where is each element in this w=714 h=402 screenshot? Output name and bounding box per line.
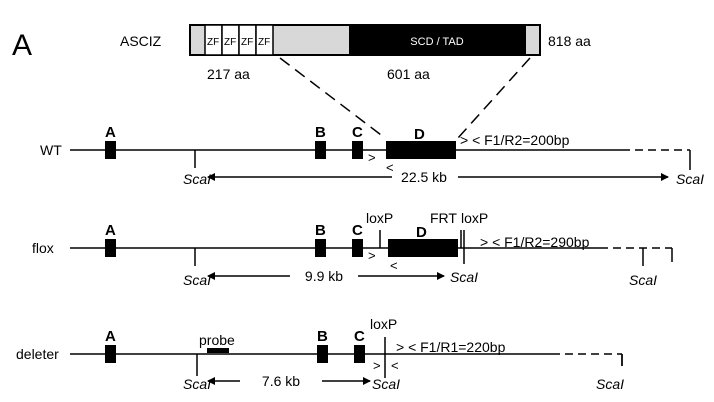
deleter-exon-c-label: C: [354, 328, 365, 345]
wt-exon-d-label: D: [414, 126, 425, 143]
deleter-exon-a-label: A: [105, 328, 116, 345]
zf-label: ZF: [258, 37, 270, 48]
deleter-exon-b: [317, 345, 328, 363]
deleter-exon-c: [354, 345, 365, 363]
deleter-probe-bar: [207, 348, 229, 353]
zf-label: ZF: [207, 37, 219, 48]
flox-label: flox: [32, 240, 54, 256]
flox-scai-mid: ScaI: [450, 269, 478, 285]
deleter-primer-f: >: [373, 358, 381, 373]
protein-scd-tad-domain: [350, 25, 525, 55]
wt-primer-r: <: [386, 160, 394, 175]
wt-exon-a: [105, 141, 116, 159]
flox-distance: 9.9 kb: [305, 268, 343, 284]
protein-cterm-region: [524, 24, 541, 56]
wt-scai-left: ScaI: [183, 171, 211, 187]
deleter-loxp: loxP: [370, 316, 397, 332]
deleter-scai-left: ScaI: [183, 376, 211, 392]
flox-exon-b: [315, 239, 326, 257]
wt-scai-right: ScaI: [676, 171, 704, 187]
wt-distance: 22.5 kb: [401, 169, 447, 185]
deleter-exon-a: [105, 345, 116, 363]
wt-allele: WT A B C D > < > < F1/R2=200bp ScaI ScaI…: [40, 124, 704, 187]
deleter-scai-mid: ScaI: [372, 376, 400, 392]
protein-name: ASCIZ: [120, 33, 162, 49]
zf-box: [255, 24, 274, 56]
flox-scai-right: ScaI: [629, 272, 657, 288]
wt-primer-note: > < F1/R2=200bp: [460, 132, 570, 148]
flox-primer-note: > < F1/R2=290bp: [480, 234, 590, 250]
flox-loxp-right: loxP: [461, 210, 488, 226]
flox-frt: FRT: [430, 210, 457, 226]
deleter-allele: deleter A B C probe loxP > < > < F1/R1=2…: [16, 316, 624, 392]
flox-exon-c-label: C: [352, 222, 363, 239]
flox-scai-left: ScaI: [183, 272, 211, 288]
segment-right-length: 601 aa: [387, 66, 430, 82]
protein-length: 818 aa: [548, 33, 591, 49]
protein-schematic: ASCIZ ZF ZF ZF ZF SCD / TAD 818 aa 217 a…: [120, 24, 591, 139]
wt-exon-c-label: C: [352, 124, 363, 141]
flox-allele: flox A B C D loxP FRT loxP > < > < F1/R2…: [32, 210, 673, 288]
deleter-distance: 7.6 kb: [262, 373, 300, 389]
wt-label: WT: [40, 142, 62, 158]
flox-exon-d: [388, 239, 458, 257]
deleter-scai-right: ScaI: [596, 376, 624, 392]
zoom-line-left: [279, 57, 386, 139]
deleter-primer-r: <: [391, 358, 399, 373]
flox-loxp-left: loxP: [366, 210, 393, 226]
deleter-label: deleter: [16, 346, 59, 362]
flox-primer-r: <: [390, 258, 398, 273]
flox-exon-a-label: A: [105, 222, 116, 239]
deleter-probe: probe: [199, 332, 235, 348]
wt-exon-a-label: A: [105, 124, 116, 141]
deleter-primer-note: > < F1/R1=220bp: [396, 339, 506, 355]
flox-exon-a: [105, 239, 116, 257]
wt-exon-d: [386, 141, 456, 159]
wt-exon-b: [315, 141, 326, 159]
zf-label: ZF: [241, 37, 253, 48]
wt-primer-f: >: [368, 150, 376, 165]
wt-exon-b-label: B: [315, 124, 326, 141]
zoom-line-right: [457, 57, 531, 139]
flox-exon-d-label: D: [416, 224, 427, 241]
wt-exon-c: [352, 141, 363, 159]
protein-outline: [189, 24, 541, 56]
panel-label: A: [12, 29, 32, 62]
deleter-exon-b-label: B: [317, 328, 328, 345]
flox-exon-b-label: B: [315, 222, 326, 239]
flox-exon-c: [352, 239, 363, 257]
zf-label: ZF: [224, 37, 236, 48]
scd-tad-label: SCD / TAD: [410, 36, 463, 48]
flox-primer-f: >: [368, 248, 376, 263]
zinc-fingers: ZF ZF ZF ZF: [204, 24, 274, 56]
segment-left-length: 217 aa: [207, 66, 250, 82]
